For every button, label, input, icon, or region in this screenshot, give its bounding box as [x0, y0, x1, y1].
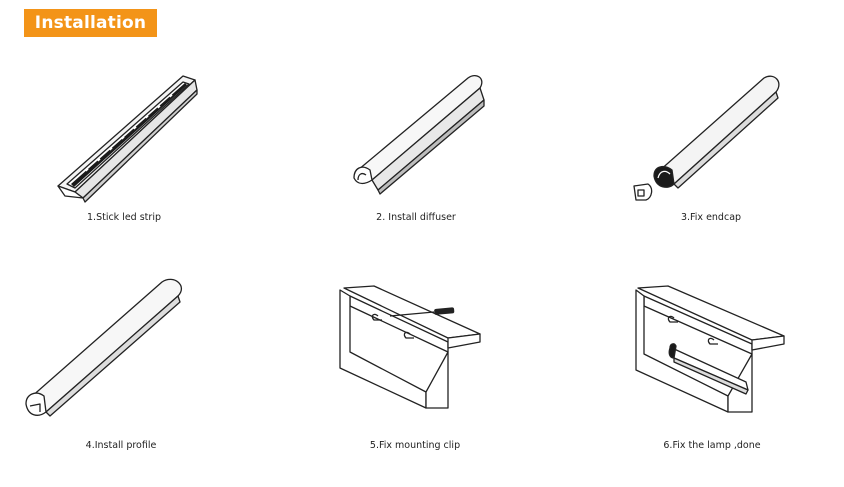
led-chips: [85, 94, 173, 172]
led-strip-profile-drawing: [57, 75, 198, 203]
step-2-caption: 2. Install diffuser: [376, 212, 456, 223]
step-5-caption: 5.Fix mounting clip: [369, 440, 461, 451]
screwdriver-icon: [389, 307, 455, 317]
assembled-profile-drawing: [25, 278, 183, 417]
section-title: Installation: [34, 13, 147, 33]
step-1-illustration: [55, 68, 205, 208]
endcap-drawing: [633, 75, 780, 201]
step-3-caption: 3.Fix endcap: [680, 212, 742, 223]
section-header: Installation: [24, 9, 157, 37]
step-5-illustration: [330, 282, 510, 412]
step-6-caption: 6.Fix the lamp ,done: [663, 440, 761, 451]
step-6-illustration: [634, 282, 814, 417]
step-2-illustration: [350, 68, 490, 198]
mounting-clip-drawing: [339, 285, 481, 409]
lamp-done-drawing: [635, 285, 785, 413]
step-3-illustration: [628, 68, 788, 208]
step-4-caption: 4.Install profile: [85, 440, 157, 451]
step-4-illustration: [22, 272, 192, 422]
step-1-caption: 1.Stick led strip: [87, 212, 161, 223]
diffuser-install-drawing: [353, 74, 485, 195]
